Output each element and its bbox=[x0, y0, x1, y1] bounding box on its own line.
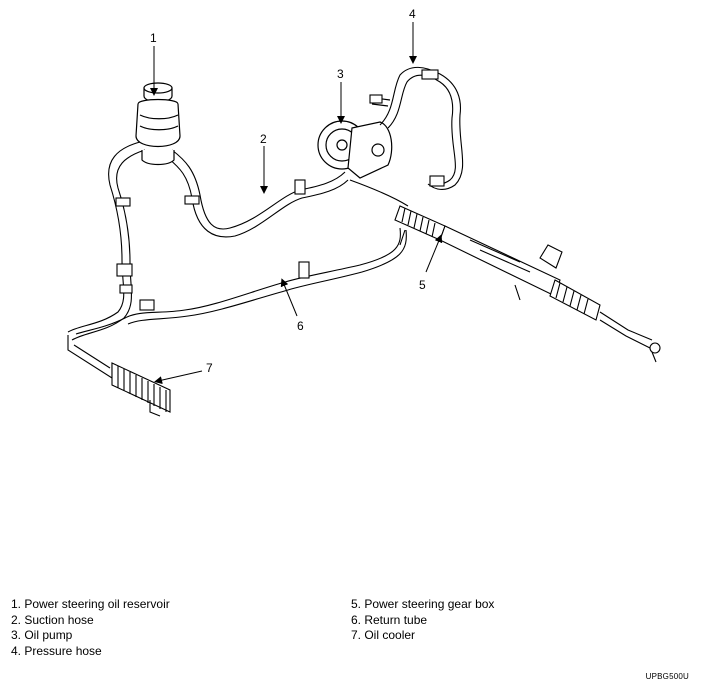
callout-5: 5 bbox=[419, 278, 426, 292]
callout-leaders bbox=[150, 22, 443, 385]
callout-4: 4 bbox=[409, 7, 416, 21]
callout-7: 7 bbox=[206, 361, 213, 375]
pressure-hose bbox=[369, 66, 464, 190]
figure-code: UPBG500U bbox=[645, 672, 689, 681]
legend-item-gear-box: 5. Power steering gear box bbox=[351, 597, 495, 611]
legend-item-pressure-hose: 4. Pressure hose bbox=[11, 643, 102, 658]
callout-1: 1 bbox=[150, 31, 157, 45]
callout-3: 3 bbox=[337, 67, 344, 81]
legend-right-column: 5. Power steering gear box 6. Return tub… bbox=[351, 597, 494, 644]
callout-6: 6 bbox=[297, 319, 304, 333]
suction-hose bbox=[167, 149, 349, 238]
legend-item-oil-cooler: 7. Oil cooler bbox=[351, 628, 416, 642]
oil-cooler bbox=[67, 335, 171, 417]
reservoir-return-line bbox=[67, 141, 146, 341]
oil-reservoir bbox=[135, 82, 181, 166]
legend-item-reservoir: 1. Power steering oil reservoir bbox=[11, 597, 170, 611]
callout-2: 2 bbox=[260, 132, 267, 146]
legend-item-oil-pump: 3. Oil pump bbox=[11, 628, 73, 642]
power-steering-system-diagram: 1 2 3 4 5 6 7 bbox=[67, 7, 661, 417]
leader-7 bbox=[154, 370, 203, 385]
leader-6 bbox=[280, 278, 298, 317]
legend-item-suction-hose: 2. Suction hose bbox=[11, 612, 94, 627]
oil-pump bbox=[317, 97, 393, 179]
steering-gear-box bbox=[349, 179, 661, 363]
return-tube bbox=[75, 227, 407, 335]
legend-item-return-tube: 6. Return tube bbox=[351, 612, 428, 627]
leader-5 bbox=[425, 234, 443, 273]
legend-left-column: 1. Power steering oil reservoir 2. Sucti… bbox=[11, 597, 170, 659]
